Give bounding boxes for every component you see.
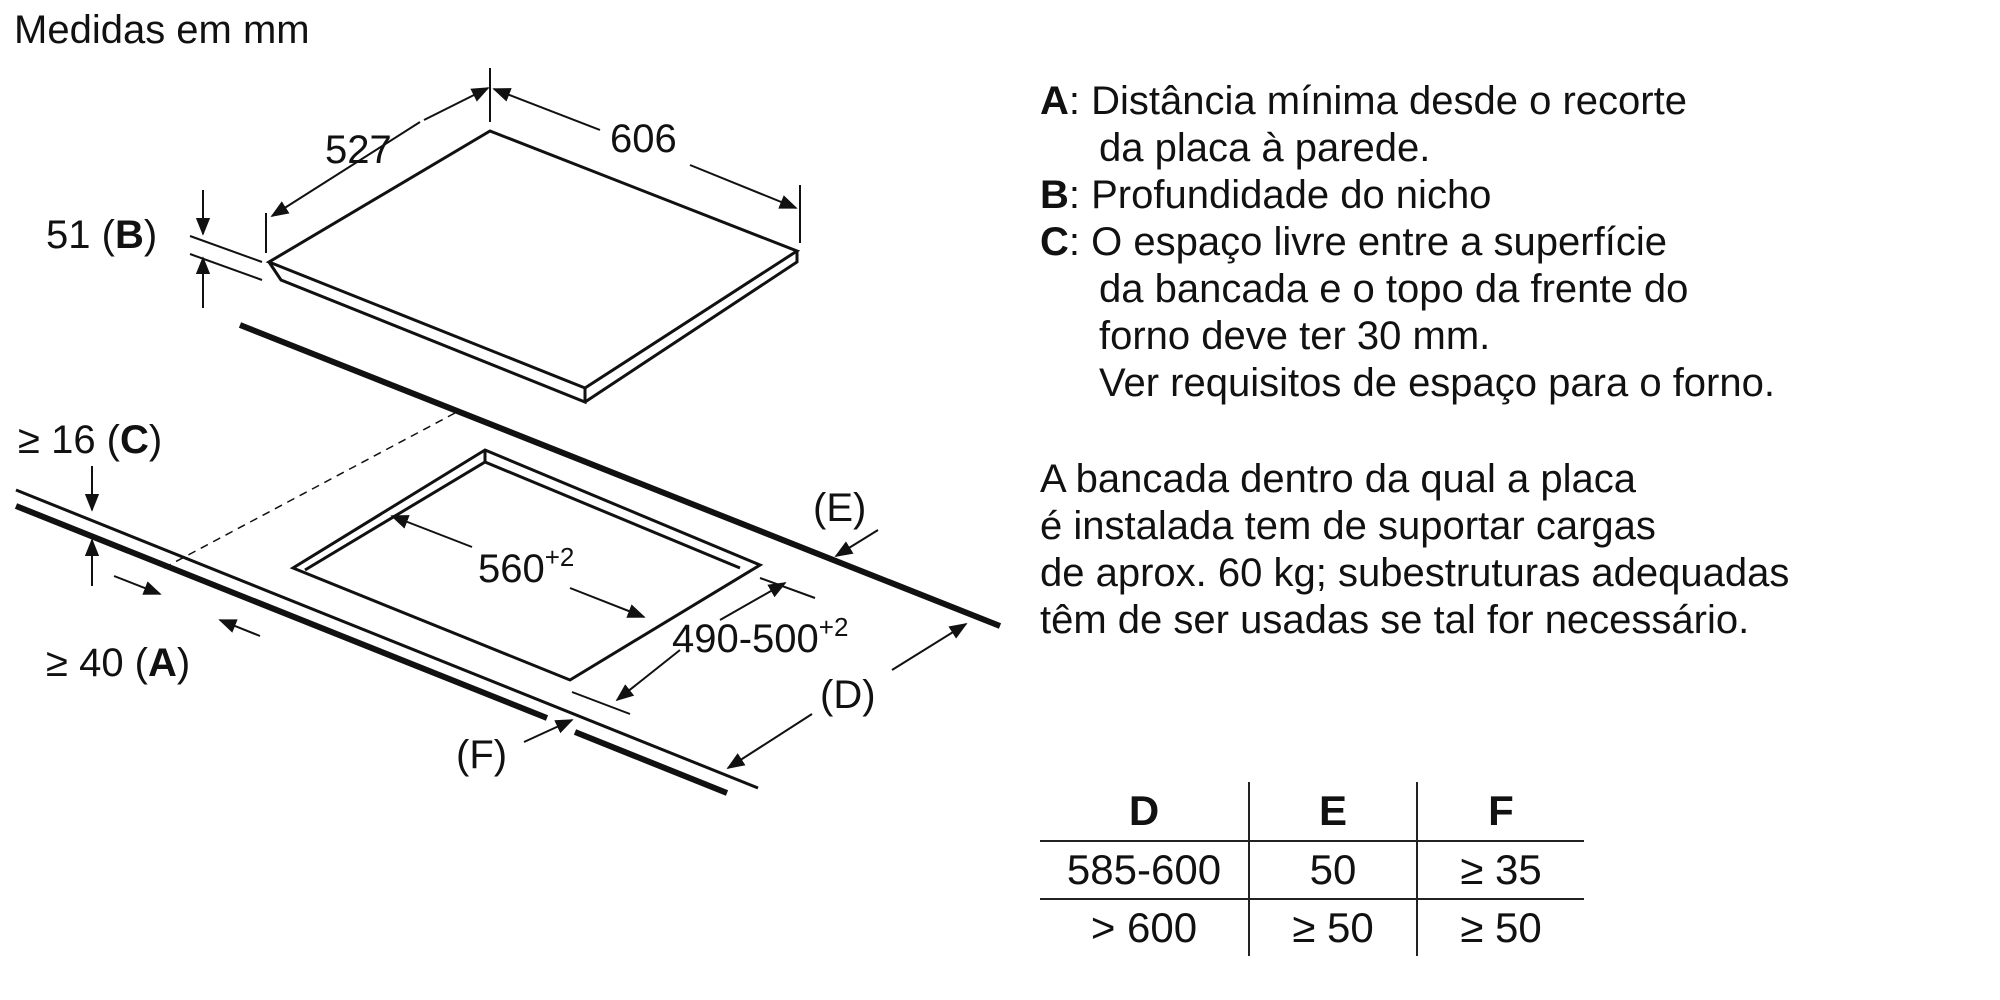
dim-f-arrow <box>523 719 574 743</box>
note-key: B <box>1040 173 1069 217</box>
note-continuation: da placa à parede. <box>1099 126 1431 170</box>
table-header-row: D E F <box>1040 782 1584 842</box>
dim-e-arrow <box>834 529 879 557</box>
dim-527 <box>265 68 491 253</box>
table-cell: ≥ 35 <box>1417 841 1584 900</box>
installation-diagram: 527 606 51 (B) 560+2 49 <box>14 68 1002 796</box>
load-bearing-note: A bancada dentro da qual a placa é insta… <box>1040 457 1790 642</box>
countertop-back-edge <box>238 322 1002 629</box>
dim-40-label: ≥ 40 (A) <box>46 641 190 685</box>
note-key: A <box>1040 79 1069 123</box>
label-e: (E) <box>813 486 866 530</box>
note-b: B: Profundidade do nicho <box>1040 172 1775 219</box>
dim-606-label: 606 <box>610 117 677 161</box>
dim-d <box>726 623 968 769</box>
dim-527-label: 527 <box>325 128 392 172</box>
table-row: 585-600 50 ≥ 35 <box>1040 841 1584 900</box>
dim-560-label: 560+2 <box>478 542 574 591</box>
table-cell: 585-600 <box>1040 841 1250 900</box>
clearance-table: D E F 585-600 50 ≥ 35 > 600 ≥ 50 ≥ 50 <box>1040 782 1584 956</box>
dim-490-500 <box>571 577 816 715</box>
note-continuation: da bancada e o topo da frente do forno d… <box>1099 267 1775 405</box>
note-a: A: Distância mínima desde o recorte da p… <box>1040 78 1775 172</box>
column-header-d: D <box>1040 782 1250 842</box>
table-cell: > 600 <box>1040 899 1250 956</box>
table-cell: ≥ 50 <box>1460 904 1542 951</box>
note-key: C <box>1040 220 1069 264</box>
note-text: : Distância mínima desde o recorte <box>1068 79 1687 123</box>
dim-606 <box>492 88 801 243</box>
column-header-e: E <box>1249 782 1418 842</box>
table-cell: ≥ 50 <box>1249 899 1418 956</box>
table-cell: 50 <box>1249 841 1418 900</box>
dim-51 <box>189 190 263 308</box>
cutout <box>289 448 764 682</box>
note-c: C: O espaço livre entre a superfície da … <box>1040 219 1775 407</box>
label-d: (D) <box>820 673 876 717</box>
column-header-f: F <box>1417 782 1584 842</box>
dim-40 <box>113 575 261 637</box>
note-text: : Profundidade do nicho <box>1068 173 1492 217</box>
table-row: > 600 ≥ 50 ≥ 50 <box>1040 899 1584 956</box>
note-text: : O espaço livre entre a superfície <box>1068 220 1667 264</box>
wall-dashed-line <box>159 412 456 571</box>
page-title: Medidas em mm <box>14 8 310 52</box>
legend-notes: A: Distância mínima desde o recorte da p… <box>1040 78 1775 407</box>
dim-16-label: ≥ 16 (C) <box>18 418 162 462</box>
countertop-front <box>14 488 759 796</box>
dim-51-label: 51 (B) <box>46 213 157 257</box>
cooktop <box>265 129 801 405</box>
dim-490-500-label: 490-500+2 <box>672 612 848 661</box>
dim-560 <box>390 515 646 618</box>
label-f: (F) <box>456 733 507 777</box>
